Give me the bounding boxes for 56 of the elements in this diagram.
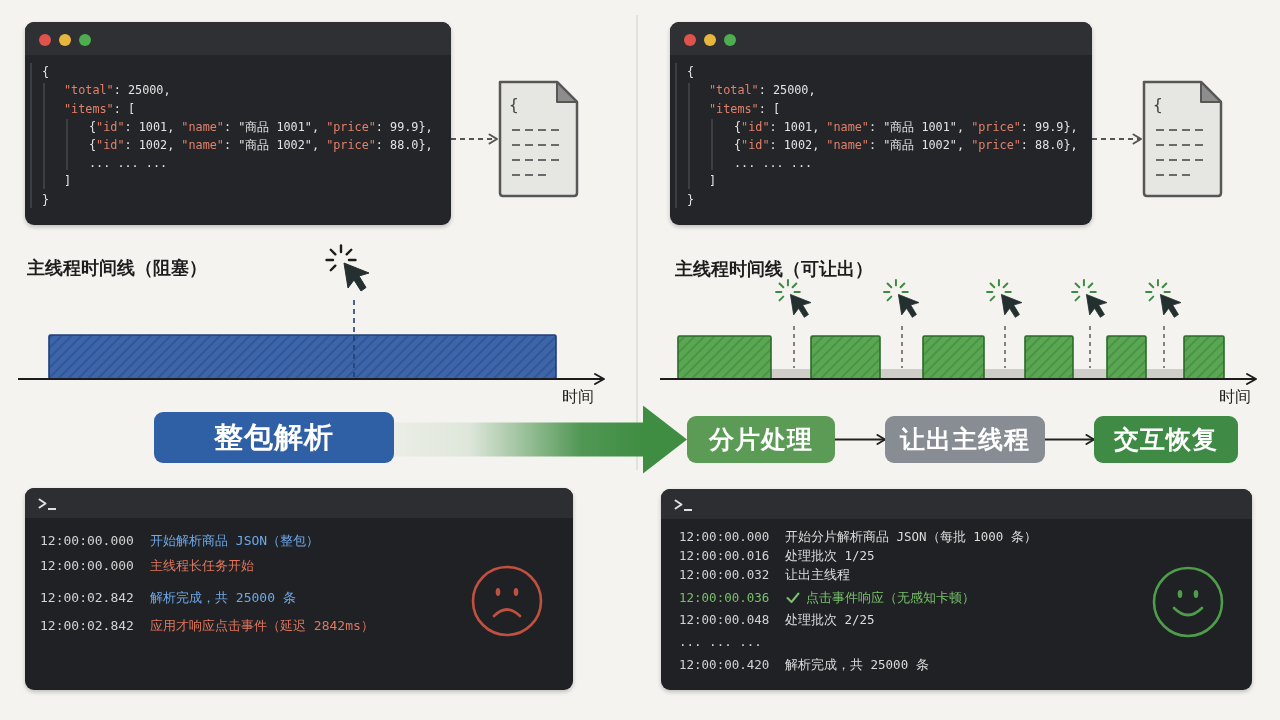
terminal-window [25,488,573,690]
code-line: {"id": 1001, "name": "商品 1001", "price": 99.9}, [89,119,433,136]
timeline-title: 主线程时间线（阻塞） [27,257,207,279]
code-line: ] [709,173,717,190]
arrow [835,434,886,445]
timestamp: 12:00:00.032 [679,566,770,584]
timestamp: 12:00:00.000 [40,532,134,550]
log-message: 点击事件响应（无感知卡顿） [806,589,975,607]
arrow [1045,434,1095,445]
code-line: "items": [ [709,101,781,118]
log-message: 处理批次 1/25 [785,547,875,565]
code-line: "total": 25000, [709,82,816,99]
terminal-window [661,489,1252,690]
axis-label: 时间 [562,387,594,408]
code-line: {"id": 1001, "name": "商品 1001", "price": 99.9}, [734,119,1078,136]
timestamp: 12:00:00.048 [679,611,770,629]
dashed-arrow [1091,133,1142,145]
timestamp: 12:00:00.016 [679,547,770,565]
log-message: 解析完成，共 25000 条 [150,589,296,607]
log-message: 主线程长任务开始 [150,557,254,575]
log-message: 应用才响应点击事件（延迟 2842ms） [150,617,374,635]
code-line: ... ... ... [89,155,168,172]
code-line: ... ... ... [734,155,813,172]
process-box: 整包解析 [154,412,394,463]
process-box: 让出主线程 [885,416,1045,463]
dashed-arrow [450,133,498,145]
timestamp: 12:00:00.000 [679,528,770,546]
timestamp: 12:00:02.842 [40,589,134,607]
timestamp: 12:00:00.420 [679,656,770,674]
code-line: } [687,192,695,209]
code-line: ] [64,173,72,190]
code-line: {"id": 1002, "name": "商品 1002", "price": 88.0}, [89,137,433,154]
ellipsis-text: ... ... ... [679,633,762,651]
log-message: 解析完成，共 25000 条 [785,656,929,674]
log-message: 开始解析商品 JSON（整包） [150,532,320,550]
timestamp: 12:00:00.000 [40,557,134,575]
log-message: 让出主线程 [785,566,850,584]
code-brace: { [509,95,519,115]
timeline-title: 主线程时间线（可让出） [675,258,873,280]
process-box: 分片处理 [687,416,835,463]
code-window [25,22,451,225]
timestamp: 12:00:00.036 [679,589,770,607]
code-line: { [42,64,50,81]
code-line: } [42,192,50,209]
code-line: "total": 25000, [64,82,171,99]
log-message: 处理批次 2/25 [785,611,875,629]
code-window [670,22,1092,225]
log-message: 开始分片解析商品 JSON（每批 1000 条） [785,528,1037,546]
block-arrow [394,405,687,474]
process-box: 交互恢复 [1094,416,1238,463]
axis-label: 时间 [1219,387,1251,408]
code-brace: { [1153,95,1163,115]
timestamp: 12:00:02.842 [40,617,134,635]
code-line: "items": [ [64,101,136,118]
code-line: { [687,64,695,81]
code-line: {"id": 1002, "name": "商品 1002", "price": 88.0}, [734,137,1078,154]
